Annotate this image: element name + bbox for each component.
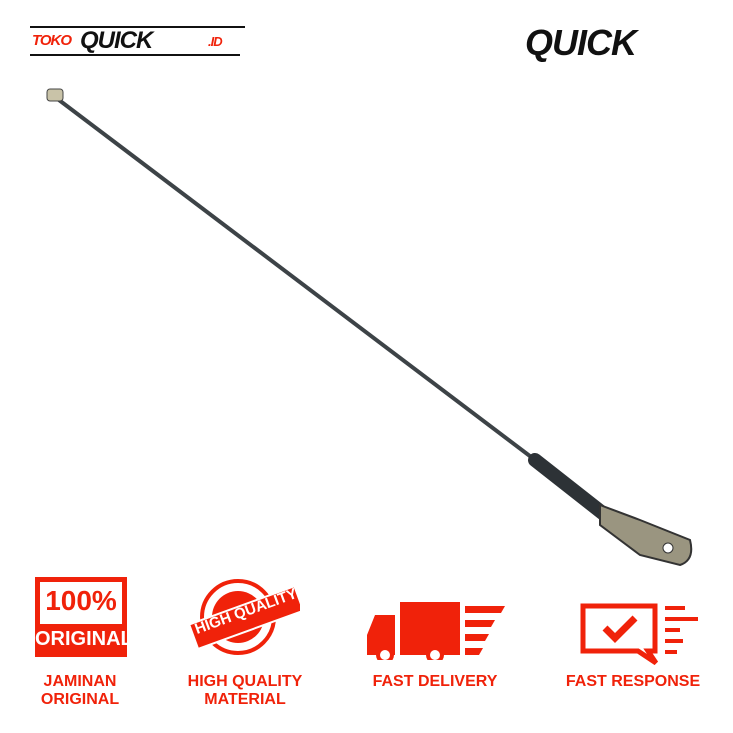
delivery-label: FAST DELIVERY — [372, 673, 498, 690]
high-quality-stamp-icon — [190, 579, 300, 655]
response-label: FAST RESPONSE — [565, 673, 701, 690]
quick-logo: QUICK — [525, 22, 637, 63]
toko-quick-logo: TOKO QUICK .ID — [30, 24, 245, 56]
chat-check-icon — [580, 603, 698, 665]
original-badge-icon — [35, 577, 127, 657]
delivery-truck-icon — [367, 602, 505, 660]
